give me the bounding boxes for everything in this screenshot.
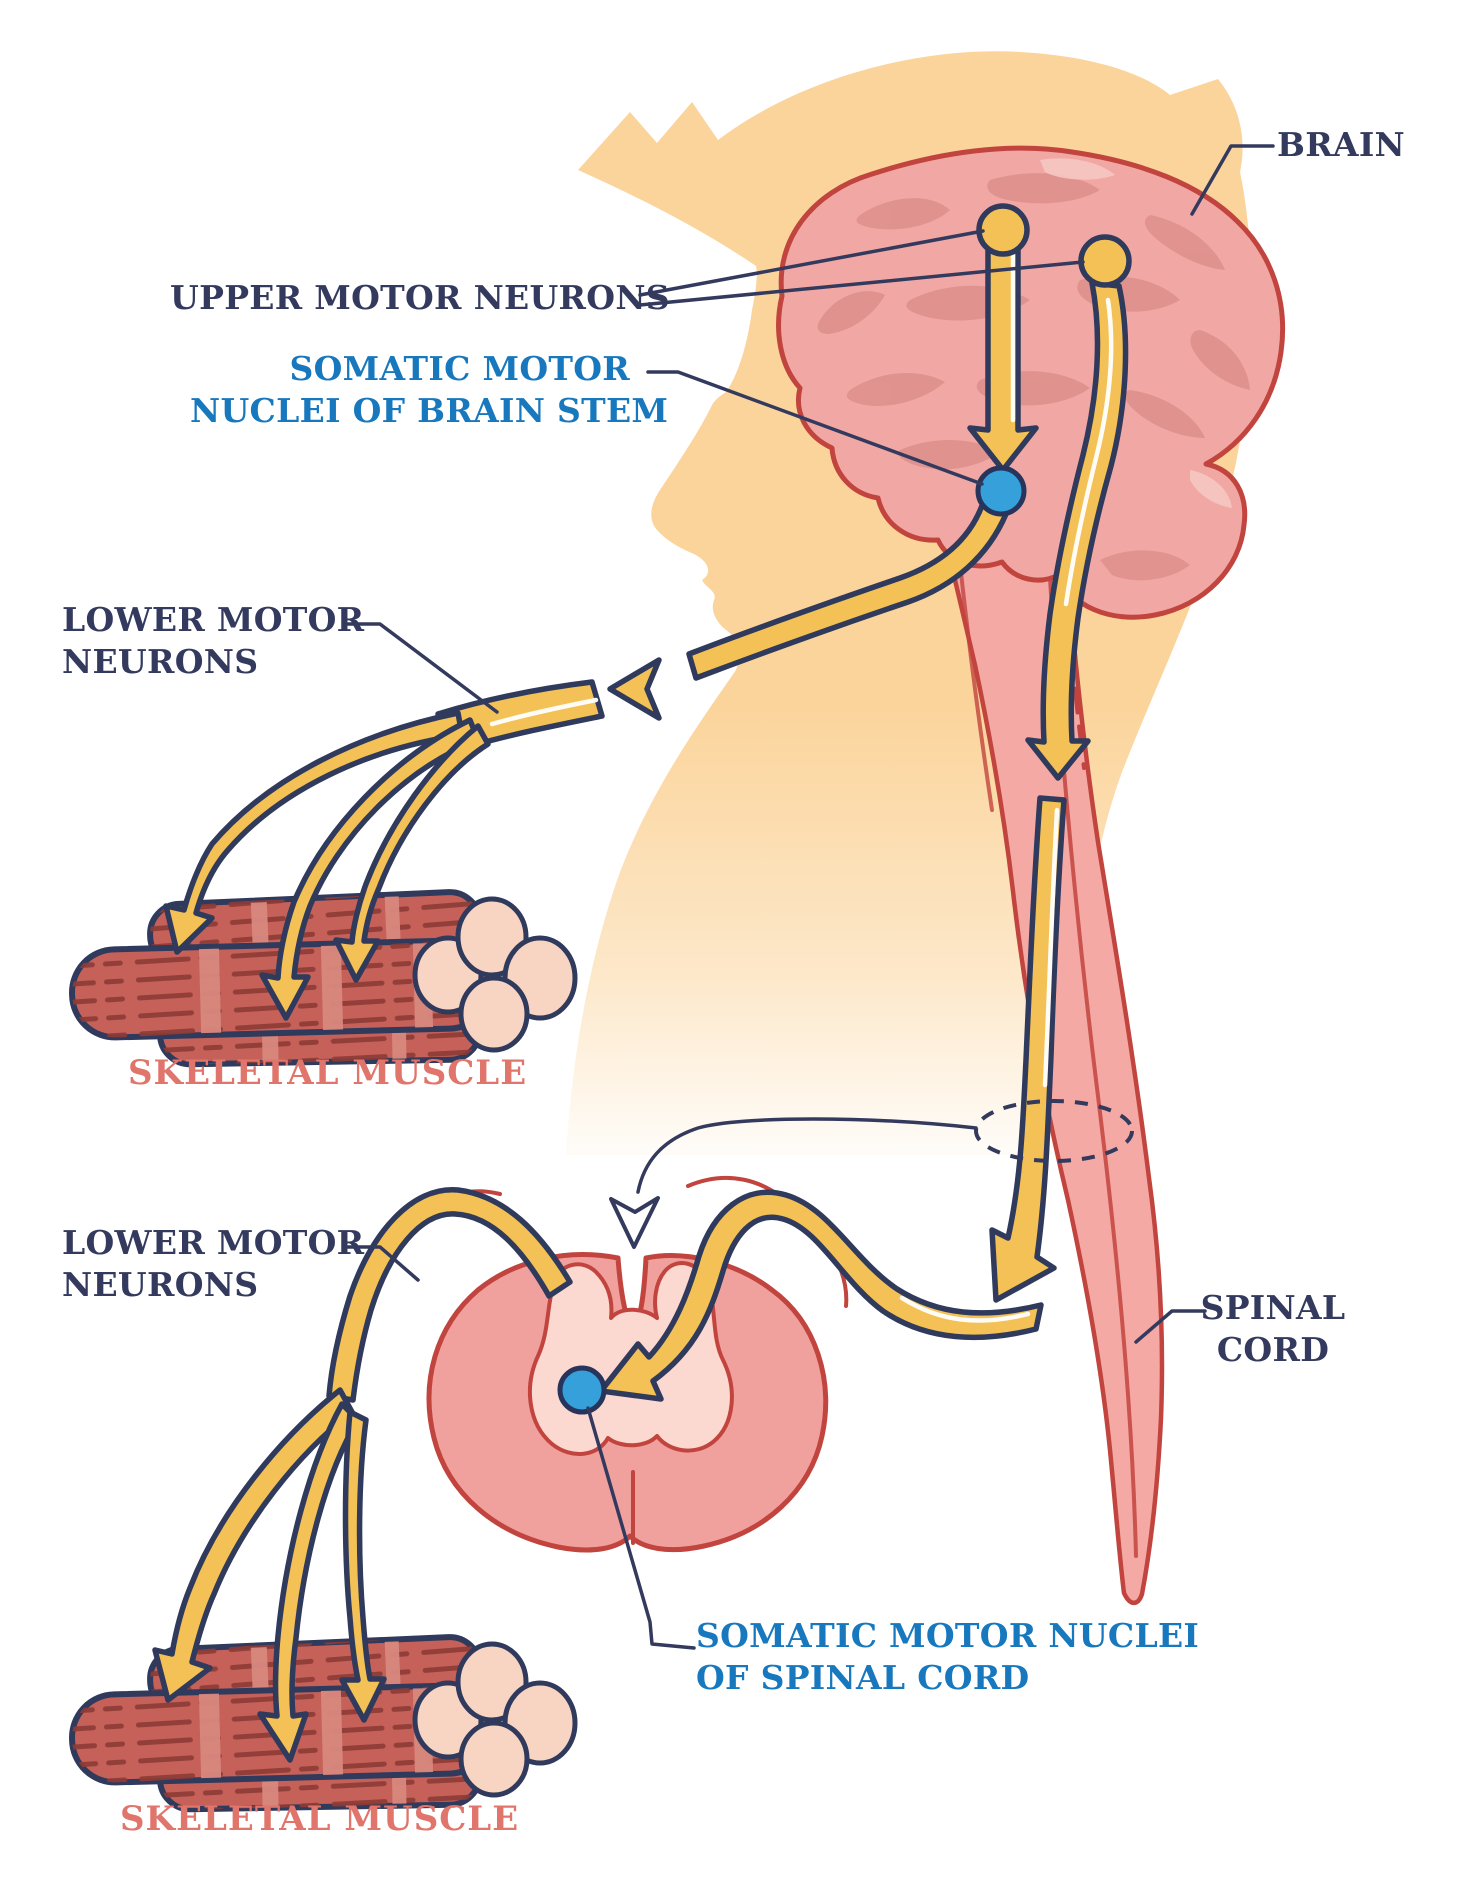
label-line: NEURONS — [62, 1264, 259, 1304]
brain-gyri — [817, 173, 1250, 581]
label-somatic-spinal: SOMATIC MOTOR NUCLEI OF SPINAL CORD — [696, 1615, 1199, 1698]
brain-illustration — [776, 145, 1286, 620]
label-line: OF SPINAL CORD — [696, 1657, 1030, 1697]
label-skeletal-muscle-2: SKELETAL MUSCLE — [120, 1799, 520, 1839]
label-brain: BRAIN — [1277, 125, 1406, 164]
pointer-upper-motor-2 — [638, 260, 1085, 307]
lower-motor-nerve-branches-1 — [163, 679, 605, 1021]
label-line: SOMATIC MOTOR NUCLEI — [696, 1616, 1200, 1655]
spinal-cross-section — [388, 1175, 849, 1553]
pointer-lower-motor-2 — [343, 1245, 420, 1282]
label-line: NEURONS — [62, 641, 259, 681]
label-somatic-brainstem: SOMATIC MOTOR NUCLEI OF BRAIN STEM — [190, 348, 669, 431]
left-arrowhead-icon — [607, 657, 662, 721]
label-skeletal-muscle-1: SKELETAL MUSCLE — [128, 1053, 528, 1093]
tract-entering-cross-section — [598, 1189, 1044, 1402]
pointer-lower-motor-1 — [344, 622, 499, 714]
label-line: LOWER MOTOR — [62, 1223, 365, 1262]
upper-motor-neuron-cell-1 — [976, 203, 1030, 257]
somatic-nucleus-brainstem-dot — [975, 465, 1027, 517]
label-line: NUCLEI OF BRAIN STEM — [190, 390, 669, 430]
upper-motor-neuron-cell-2 — [1078, 234, 1132, 288]
lower-motor-nerve-branches-2 — [152, 1387, 387, 1763]
pointer-upper-motor-1 — [638, 229, 985, 297]
label-lower-motor-neurons-2: LOWER MOTOR NEURONS — [62, 1222, 364, 1305]
label-lower-motor-neurons-1: LOWER MOTOR NEURONS — [62, 599, 364, 682]
pointer-spinal-cord — [1134, 1309, 1207, 1344]
skeletal-muscle-illustration-2 — [71, 1636, 575, 1810]
label-line: LOWER MOTOR — [62, 600, 365, 639]
pointer-brain — [1190, 144, 1275, 216]
section-pointer-curve — [636, 1117, 978, 1194]
corticospinal-tract-arrow — [989, 795, 1067, 1303]
cord-level-dashed-ellipse — [974, 1099, 1134, 1163]
upper-motor-axon-arrow-1 — [967, 239, 1039, 473]
label-line: SOMATIC MOTOR — [289, 349, 630, 388]
brainstem-efferent-nerve — [686, 497, 1009, 681]
pointer-somatic-spinal — [586, 1406, 696, 1650]
label-line: CORD — [1216, 1329, 1330, 1369]
somatic-nucleus-spinal-dot — [557, 1365, 607, 1415]
label-spinal-cord: SPINAL CORD — [1178, 1287, 1368, 1370]
open-down-arrow-icon — [609, 1196, 660, 1249]
label-upper-motor-neurons: UPPER MOTOR NEURONS — [170, 278, 670, 317]
label-line: SPINAL — [1200, 1288, 1346, 1327]
upper-motor-axon-arrow-2 — [1025, 280, 1129, 781]
pointer-somatic-brainstem — [646, 370, 984, 486]
skeletal-muscle-illustration-1 — [71, 891, 575, 1065]
